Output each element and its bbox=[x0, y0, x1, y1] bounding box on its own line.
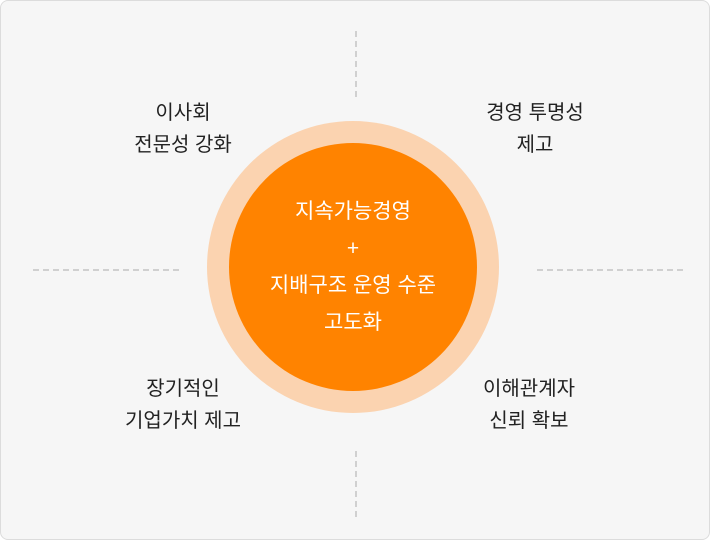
quadrant-bottom-right-line1: 이해관계자 bbox=[483, 378, 575, 400]
quadrant-top-left-line1: 이사회 bbox=[155, 102, 211, 124]
quadrant-bottom-right-line2: 신뢰 확보 bbox=[489, 410, 569, 432]
core-circle: 지속가능경영 + 지배구조 운영 수준 고도화 bbox=[229, 143, 477, 391]
quadrant-top-right: 경영 투명성 제고 bbox=[425, 97, 645, 161]
quadrant-bottom-left: 장기적인 기업가치 제고 bbox=[73, 373, 293, 437]
core-line3: 지배구조 운영 수준 bbox=[269, 274, 437, 297]
quadrant-bottom-left-line2: 기업가치 제고 bbox=[125, 410, 241, 432]
quadrant-top-right-line2: 제고 bbox=[516, 134, 554, 156]
divider-bottom bbox=[355, 451, 357, 517]
core-line1: 지속가능경영 bbox=[295, 200, 411, 223]
divider-right bbox=[537, 269, 683, 271]
quadrant-bottom-right: 이해관계자 신뢰 확보 bbox=[419, 373, 639, 437]
divider-left bbox=[33, 269, 179, 271]
quadrant-bottom-left-line1: 장기적인 bbox=[146, 378, 220, 400]
core-line4: 고도화 bbox=[324, 311, 382, 334]
quadrant-top-left-line2: 전문성 강화 bbox=[134, 134, 232, 156]
quadrant-top-left: 이사회 전문성 강화 bbox=[73, 97, 293, 161]
quadrant-top-right-line1: 경영 투명성 bbox=[486, 102, 584, 124]
divider-top bbox=[355, 31, 357, 97]
core-plus: + bbox=[346, 237, 360, 260]
